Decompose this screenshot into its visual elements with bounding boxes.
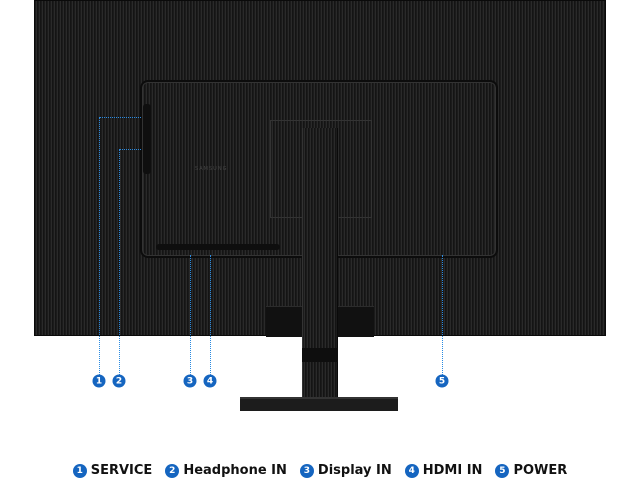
leader-line-1 xyxy=(99,117,100,375)
callout-badge-1: 1 xyxy=(92,374,106,388)
legend-badge: 3 xyxy=(299,463,314,478)
callout-badge-4: 4 xyxy=(203,374,217,388)
legend-label: HDMI IN xyxy=(422,463,483,478)
legend-badge: 1 xyxy=(72,463,87,478)
callout-badge-5: 5 xyxy=(435,374,449,388)
legend-label: Display IN xyxy=(317,463,392,478)
leader-line-4 xyxy=(210,255,211,375)
stand-band xyxy=(302,348,338,362)
legend-label: Headphone IN xyxy=(183,463,287,478)
side-ports xyxy=(143,104,151,174)
callout-badge-3: 3 xyxy=(183,374,197,388)
legend-badge: 4 xyxy=(404,463,419,478)
leader-line-3 xyxy=(190,255,191,375)
leader-line-5 xyxy=(442,255,443,375)
stand-column xyxy=(302,128,338,410)
callout-badge-2: 2 xyxy=(112,374,126,388)
stand-base xyxy=(240,397,398,411)
brand-logo: SAMSUNG xyxy=(195,166,228,172)
leader-line-1-h xyxy=(99,117,141,118)
leader-line-2-h xyxy=(119,149,141,150)
bottom-port-strip xyxy=(156,244,280,250)
legend-label: SERVICE xyxy=(90,463,153,478)
legend-badge: 2 xyxy=(165,463,180,478)
leader-line-2 xyxy=(119,149,120,375)
legend-badge: 5 xyxy=(495,463,510,478)
legend-label: POWER xyxy=(513,463,568,478)
